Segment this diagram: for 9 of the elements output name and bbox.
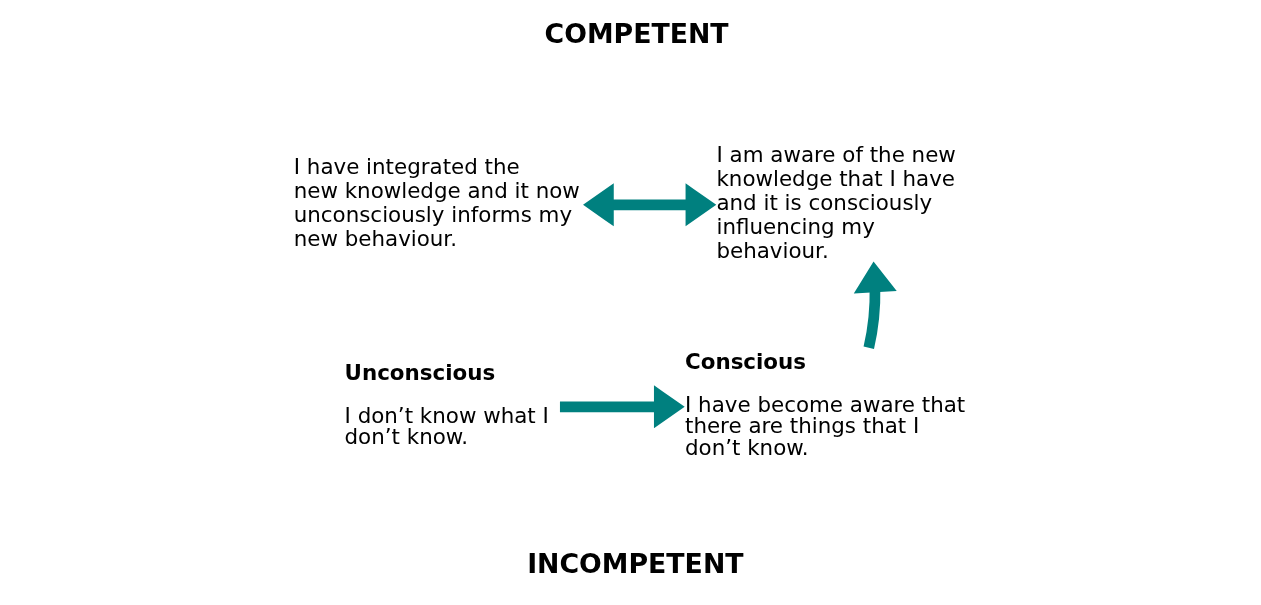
arrow: [853, 261, 897, 349]
node-text: I am aware of the new knowledge that I have and it is consciously influencing my behaviour.: [716, 141, 956, 264]
node-text: Unconscious I don’t know what I don’t know.: [344, 359, 549, 450]
arrow: [559, 385, 685, 429]
arrow: [583, 183, 717, 227]
label: INCOMPETENT: [527, 547, 744, 579]
label: COMPETENT: [544, 17, 729, 49]
node-text: I have integrated the new knowledge and it now unconsciously informs my new behaviour.: [293, 153, 580, 252]
node-text: Conscious I have become aware that there are things that I don’t know.: [685, 349, 966, 460]
